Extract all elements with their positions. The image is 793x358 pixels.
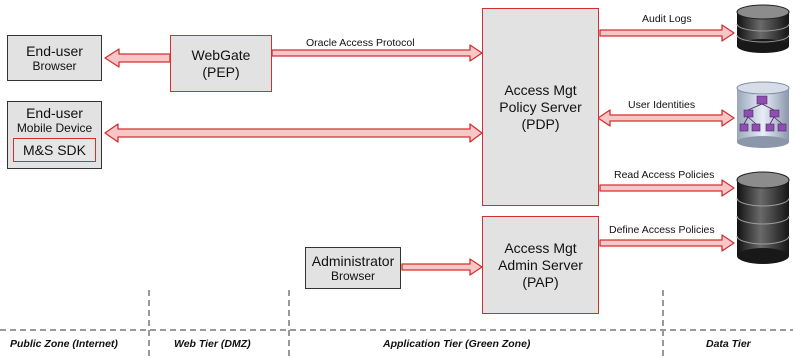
database-icon (736, 171, 790, 264)
database-icon (736, 4, 790, 53)
edge-label-audit-logs: Audit Logs (642, 13, 692, 25)
node-sublabel: Admin Server (498, 256, 583, 273)
arrow-webgate-pdp (271, 44, 483, 62)
zone-label-web-tier: Web Tier (DMZ) (174, 338, 251, 350)
edge-label-read-access-policies: Read Access Policies (614, 169, 715, 181)
arrow-mobile-pdp (104, 123, 483, 143)
zone-dividers (0, 290, 793, 358)
arrow-webgate-to-browser (104, 48, 171, 68)
edge-label-user-identities: User Identities (628, 99, 696, 111)
arrow-admin-to-pap (401, 258, 483, 276)
zone-label-public: Public Zone (Internet) (10, 338, 118, 350)
node-role: (PDP) (521, 115, 560, 132)
node-sublabel: (PEP) (202, 63, 240, 80)
arrow-pdp-audit (599, 24, 735, 42)
node-label: End-user (26, 43, 83, 59)
edge-label-oracle-access-protocol: Oracle Access Protocol (306, 37, 415, 49)
node-sublabel: Browser (330, 269, 375, 283)
directory-icon (736, 81, 790, 148)
end-user-browser-node: End-user Browser (7, 35, 102, 81)
webgate-node: WebGate (PEP) (170, 35, 272, 92)
node-sublabel: Policy Server (499, 98, 582, 115)
administrator-browser-node: Administrator Browser (305, 247, 401, 289)
admin-server-node: Access Mgt Admin Server (PAP) (482, 216, 599, 314)
node-sublabel: Browser (32, 59, 77, 73)
node-label: End-user (26, 105, 83, 121)
zone-label-data-tier: Data Tier (706, 338, 751, 350)
arrow-pap-define-policies (599, 234, 735, 252)
node-label: Access Mgt (504, 239, 577, 256)
node-label: Administrator (311, 253, 395, 269)
edge-label-define-access-policies: Define Access Policies (609, 224, 715, 236)
node-sublabel: Mobile Device (16, 121, 93, 135)
node-label: WebGate (191, 46, 251, 63)
arrow-pdp-directory (597, 109, 735, 127)
node-role: (PAP) (522, 273, 559, 290)
node-label: Access Mgt (504, 81, 577, 98)
arrow-pdp-read-policies (599, 179, 735, 197)
zone-label-application-tier: Application Tier (Green Zone) (383, 338, 531, 350)
policy-server-node: Access Mgt Policy Server (PDP) (482, 8, 599, 206)
ms-sdk-node: M&S SDK (13, 138, 96, 162)
